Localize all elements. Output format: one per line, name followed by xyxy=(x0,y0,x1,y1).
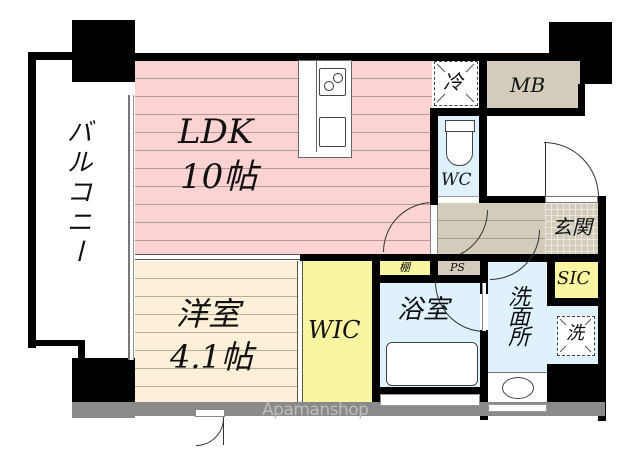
fridge-label: 冷 xyxy=(443,70,463,94)
entrance-tile xyxy=(545,203,598,255)
balcony-wall-left-2 xyxy=(28,150,36,348)
basin-bottom-white xyxy=(488,404,547,412)
wc-label: WC xyxy=(441,170,472,190)
mb-label: MB xyxy=(510,73,546,97)
bathtub-icon xyxy=(386,342,478,386)
shelf-ps-wall xyxy=(430,254,438,277)
washroom-label: 洗面所 xyxy=(504,285,529,345)
bath-wall-top xyxy=(380,275,488,283)
wall-fridge-mb xyxy=(479,53,487,115)
western-room-size: 4.1帖 xyxy=(170,338,253,376)
wic-wall-right xyxy=(372,254,380,409)
entrance-door-threshold xyxy=(545,196,598,203)
balcony-wall-left xyxy=(28,52,36,196)
pillar-top-left xyxy=(72,20,135,82)
watermark: Apamanshop xyxy=(262,400,369,420)
balcony-wall-top xyxy=(28,52,73,60)
outer-wall-top xyxy=(135,53,585,61)
entrance-wall-right xyxy=(598,196,606,421)
sliding-door-track xyxy=(135,254,300,260)
ps-label: PS xyxy=(450,261,465,274)
mb-room xyxy=(487,61,580,109)
western-room-name: 洋室 xyxy=(176,295,241,333)
pillar-bottom-left xyxy=(72,358,135,402)
toilet-icon xyxy=(445,120,475,166)
shelf-label: 棚 xyxy=(399,261,410,274)
mb-wall-bottom xyxy=(430,108,585,116)
western-door-leaf xyxy=(223,417,224,445)
balcony-label: バルコニー xyxy=(62,118,92,268)
shelf-area xyxy=(380,261,430,275)
wc-wall-right xyxy=(479,108,487,206)
mb-wall-right xyxy=(578,84,585,116)
balcony-window-frame xyxy=(128,95,134,360)
ps-wall-right xyxy=(480,254,488,294)
sink-icon xyxy=(319,117,346,147)
washer-label: 洗 xyxy=(566,323,584,344)
wic-label: WIC xyxy=(308,316,361,344)
sic-label: SIC xyxy=(557,268,591,289)
ps-area xyxy=(438,261,480,275)
balcony-wall-notch xyxy=(78,340,85,360)
hall-door-gap xyxy=(430,205,438,255)
wic-room xyxy=(303,261,372,409)
balcony-wall-bottom xyxy=(28,340,85,346)
bath-wash-wall xyxy=(480,330,488,420)
bathroom-label: 浴室 xyxy=(397,295,450,325)
western-door-gap xyxy=(195,409,225,417)
bath-bottom-white xyxy=(380,394,480,406)
kitchen-counter-inner xyxy=(316,60,352,152)
stove-icon xyxy=(319,68,346,96)
wc-wall-left xyxy=(430,108,438,206)
bathroom-wall-bottom xyxy=(380,387,488,394)
bath-wash-door xyxy=(482,283,486,331)
entrance-door-leaf xyxy=(545,142,546,198)
ldk-size: 10帖 xyxy=(180,157,258,197)
ldk-name: LDK xyxy=(178,112,254,152)
basin-icon xyxy=(502,377,534,399)
washer-space xyxy=(557,316,595,356)
pillar-bottom-left-shadow xyxy=(72,402,135,418)
entrance-label: 玄関 xyxy=(552,215,592,239)
fridge-space xyxy=(434,61,478,106)
hall-wall-top xyxy=(487,196,547,203)
wc-door xyxy=(438,196,479,201)
washroom-corner-block xyxy=(547,364,606,404)
wall-ldk-bottom xyxy=(300,254,606,262)
sic-wall-bottom xyxy=(547,298,606,306)
sic-wall-left xyxy=(547,254,555,304)
ldk-room xyxy=(135,61,432,260)
wic-partition xyxy=(297,261,303,409)
sic-room xyxy=(555,262,598,298)
outer-wall-bottom xyxy=(135,402,605,416)
western-room xyxy=(135,261,297,409)
